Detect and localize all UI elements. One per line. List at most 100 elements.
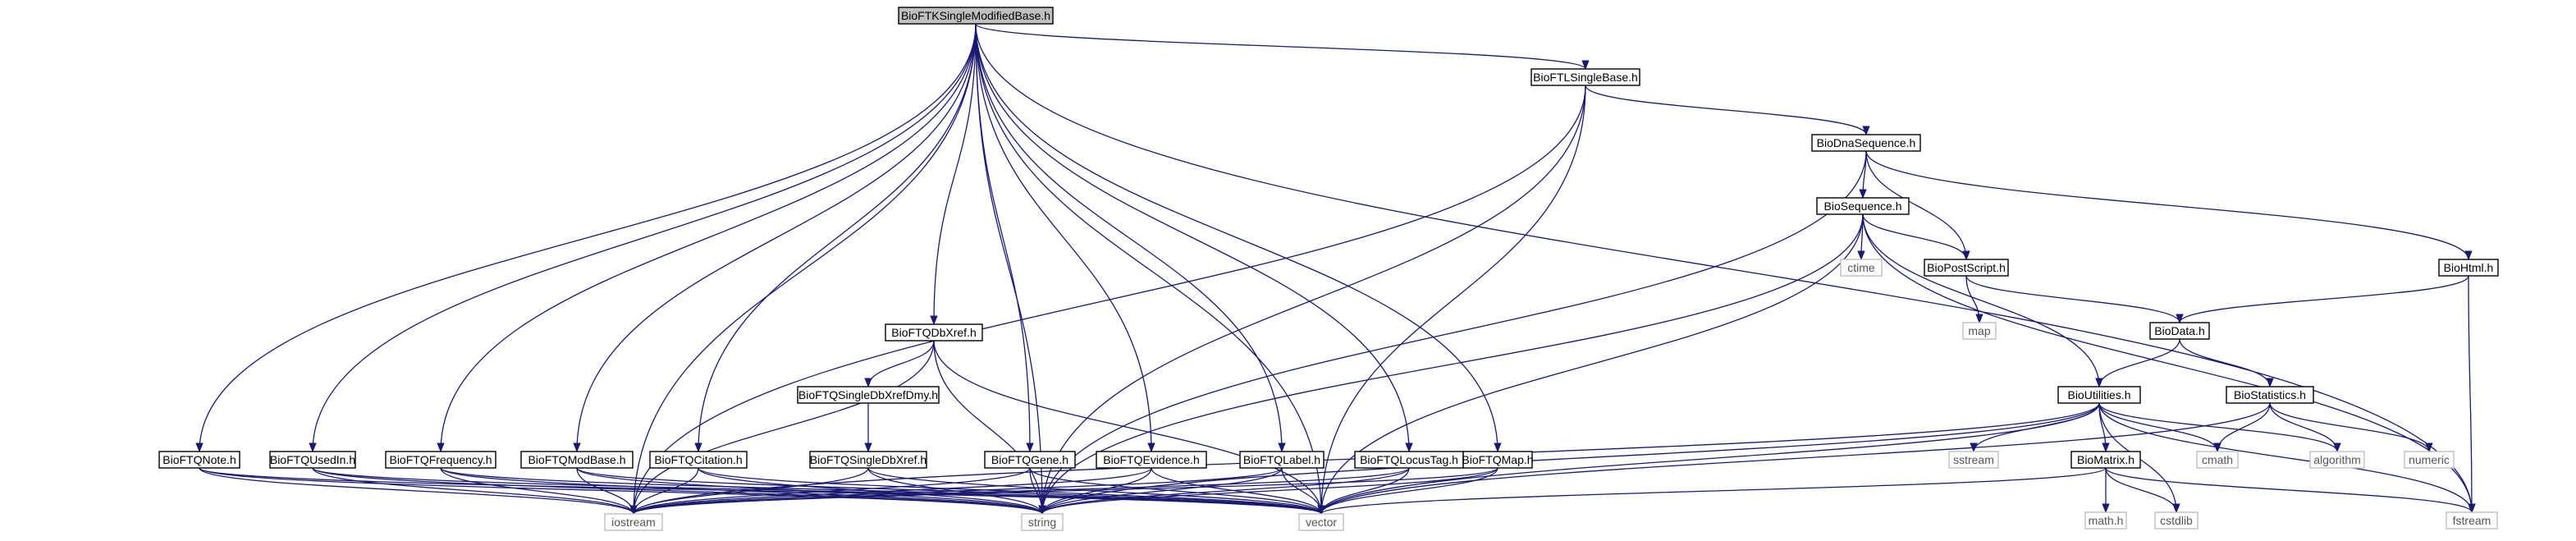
node-box xyxy=(2154,511,2199,530)
node-string: string xyxy=(1021,513,1064,531)
node-label: BioFTKSingleModifiedBase.h xyxy=(901,9,1050,22)
node-label: BioFTQFrequency.h xyxy=(389,453,492,466)
edge-root-to-single_base xyxy=(975,23,1590,71)
node-label: BioFTQGene.h xyxy=(991,453,1068,466)
node-note[interactable]: BioFTQNote.h xyxy=(158,451,240,469)
edge-root-to-string xyxy=(975,23,1046,516)
edge-postscript-to-map xyxy=(1965,275,1983,324)
node-label: sstream xyxy=(1953,453,1994,466)
node-dbxref[interactable]: BioFTQDbXref.h xyxy=(885,323,983,342)
node-label: BioPostScript.h xyxy=(1927,261,2006,274)
edge-statistics-to-vector xyxy=(1317,402,2271,516)
node-label: vector xyxy=(1306,516,1337,529)
edge-dbxref-to-iostream xyxy=(629,340,935,516)
node-box xyxy=(1811,134,1921,152)
node-box xyxy=(604,513,663,531)
edge-root-to-fstream xyxy=(975,23,2476,514)
node-postscript[interactable]: BioPostScript.h xyxy=(1924,259,2009,277)
edge-label-to-string xyxy=(1038,467,1283,516)
node-modbase[interactable]: BioFTQModBase.h xyxy=(520,451,634,469)
node-label: BioFTQSingleDbXref.h xyxy=(810,453,927,466)
edge-matrix-to-fstream xyxy=(2105,467,2476,514)
node-sdbxref[interactable]: BioFTQSingleDbXref.h xyxy=(809,451,927,469)
node-box xyxy=(885,323,983,342)
node-label: BioSequence.h xyxy=(1824,199,1902,213)
edge-root-to-citation xyxy=(694,23,977,453)
edge-evidence-to-iostream xyxy=(629,467,1152,516)
node-label: BioHtml.h xyxy=(2444,261,2494,274)
node-data[interactable]: BioData.h xyxy=(2149,322,2210,340)
node-box xyxy=(649,451,748,469)
edge-sequence-to-string xyxy=(1038,213,1864,516)
edge-utilities-to-fstream xyxy=(2098,402,2476,514)
edge-modbase-to-string xyxy=(576,467,1046,516)
node-box xyxy=(1298,513,1344,531)
edge-single_base-to-vector xyxy=(1317,85,1586,516)
node-fstream: fstream xyxy=(2446,511,2498,530)
node-label: ctime xyxy=(1847,261,1875,274)
edge-root-to-vector xyxy=(975,23,1325,516)
node-gene[interactable]: BioFTQGene.h xyxy=(984,451,1076,469)
node-statistics[interactable]: BioStatistics.h xyxy=(2226,386,2314,404)
edge-single_base-to-string xyxy=(1038,85,1586,516)
node-label: algorithm xyxy=(2313,453,2361,466)
node-ctime: ctime xyxy=(1840,259,1883,277)
node-box xyxy=(1816,197,1910,215)
node-label: fstream xyxy=(2453,514,2491,527)
node-label: BioFTQDbXref.h xyxy=(891,326,976,339)
node-dna_seq[interactable]: BioDnaSequence.h xyxy=(1811,134,1921,152)
edge-statistics-to-numeric xyxy=(2269,402,2433,453)
node-box xyxy=(2057,386,2141,404)
node-usedin[interactable]: BioFTQUsedIn.h xyxy=(269,451,356,469)
edge-root-to-frequency xyxy=(437,23,977,453)
edge-matrix-to-cstdlib xyxy=(2105,467,2180,514)
edge-frequency-to-iostream xyxy=(440,467,638,516)
node-frequency[interactable]: BioFTQFrequency.h xyxy=(385,451,496,469)
node-box xyxy=(2070,451,2141,469)
edge-root-to-usedin xyxy=(309,23,977,453)
node-utilities[interactable]: BioUtilities.h xyxy=(2057,386,2141,404)
edge-html-to-data xyxy=(2176,275,2469,324)
node-root[interactable]: BioFTKSingleModifiedBase.h xyxy=(898,7,1054,25)
node-label: BioFTQCitation.h xyxy=(654,453,742,466)
edge-qmap-to-string xyxy=(1038,467,1498,516)
node-html[interactable]: BioHtml.h xyxy=(2438,259,2499,277)
node-citation[interactable]: BioFTQCitation.h xyxy=(649,451,748,469)
edge-gene-to-vector xyxy=(1029,467,1325,516)
node-label: math.h xyxy=(2089,514,2124,527)
edge-utilities-to-string xyxy=(1038,402,2100,516)
node-label[interactable]: BioFTQLabel.h xyxy=(1239,451,1325,469)
node-box xyxy=(1924,259,2009,277)
node-sdbxref_dmy[interactable]: BioFTQSingleDbXrefDmy.h xyxy=(797,386,940,404)
node-label: BioFTQMap.h xyxy=(1462,453,1533,466)
node-cstdlib: cstdlib xyxy=(2154,511,2199,530)
edge-statistics-to-cmath xyxy=(2213,402,2271,453)
node-label: BioFTQEvidence.h xyxy=(1103,453,1200,466)
node-matrix[interactable]: BioMatrix.h xyxy=(2070,451,2141,469)
edge-root-to-qmap xyxy=(975,23,1502,453)
edge-utilities-to-vector xyxy=(1317,402,2100,516)
edge-dbxref-to-sdbxref_dmy xyxy=(864,340,935,388)
node-sequence[interactable]: BioSequence.h xyxy=(1816,197,1910,215)
node-label: BioFTLSingleBase.h xyxy=(1533,71,1638,84)
node-evidence[interactable]: BioFTQEvidence.h xyxy=(1096,451,1207,469)
node-box xyxy=(2226,386,2314,404)
node-qmap[interactable]: BioFTQMap.h xyxy=(1462,451,1534,469)
node-label: BioFTQUsedIn.h xyxy=(270,453,355,466)
node-iostream: iostream xyxy=(604,513,663,531)
edge-statistics-to-algorithm xyxy=(2269,402,2341,453)
node-label: numeric xyxy=(2409,453,2450,466)
node-label: BioFTQModBase.h xyxy=(528,453,625,466)
node-label: cmath xyxy=(2202,453,2233,466)
edge-root-to-note xyxy=(195,23,977,453)
edge-note-to-iostream xyxy=(199,467,638,516)
node-locustag[interactable]: BioFTQLocusTag.h xyxy=(1354,451,1464,469)
edge-dbxref-to-vector xyxy=(933,340,1325,516)
node-label: BioDnaSequence.h xyxy=(1817,136,1916,149)
edge-single_base-to-iostream xyxy=(629,85,1586,516)
node-box xyxy=(385,451,496,469)
node-box xyxy=(1096,451,1207,469)
node-single_base[interactable]: BioFTLSingleBase.h xyxy=(1531,68,1640,86)
node-label: cstdlib xyxy=(2160,514,2193,527)
